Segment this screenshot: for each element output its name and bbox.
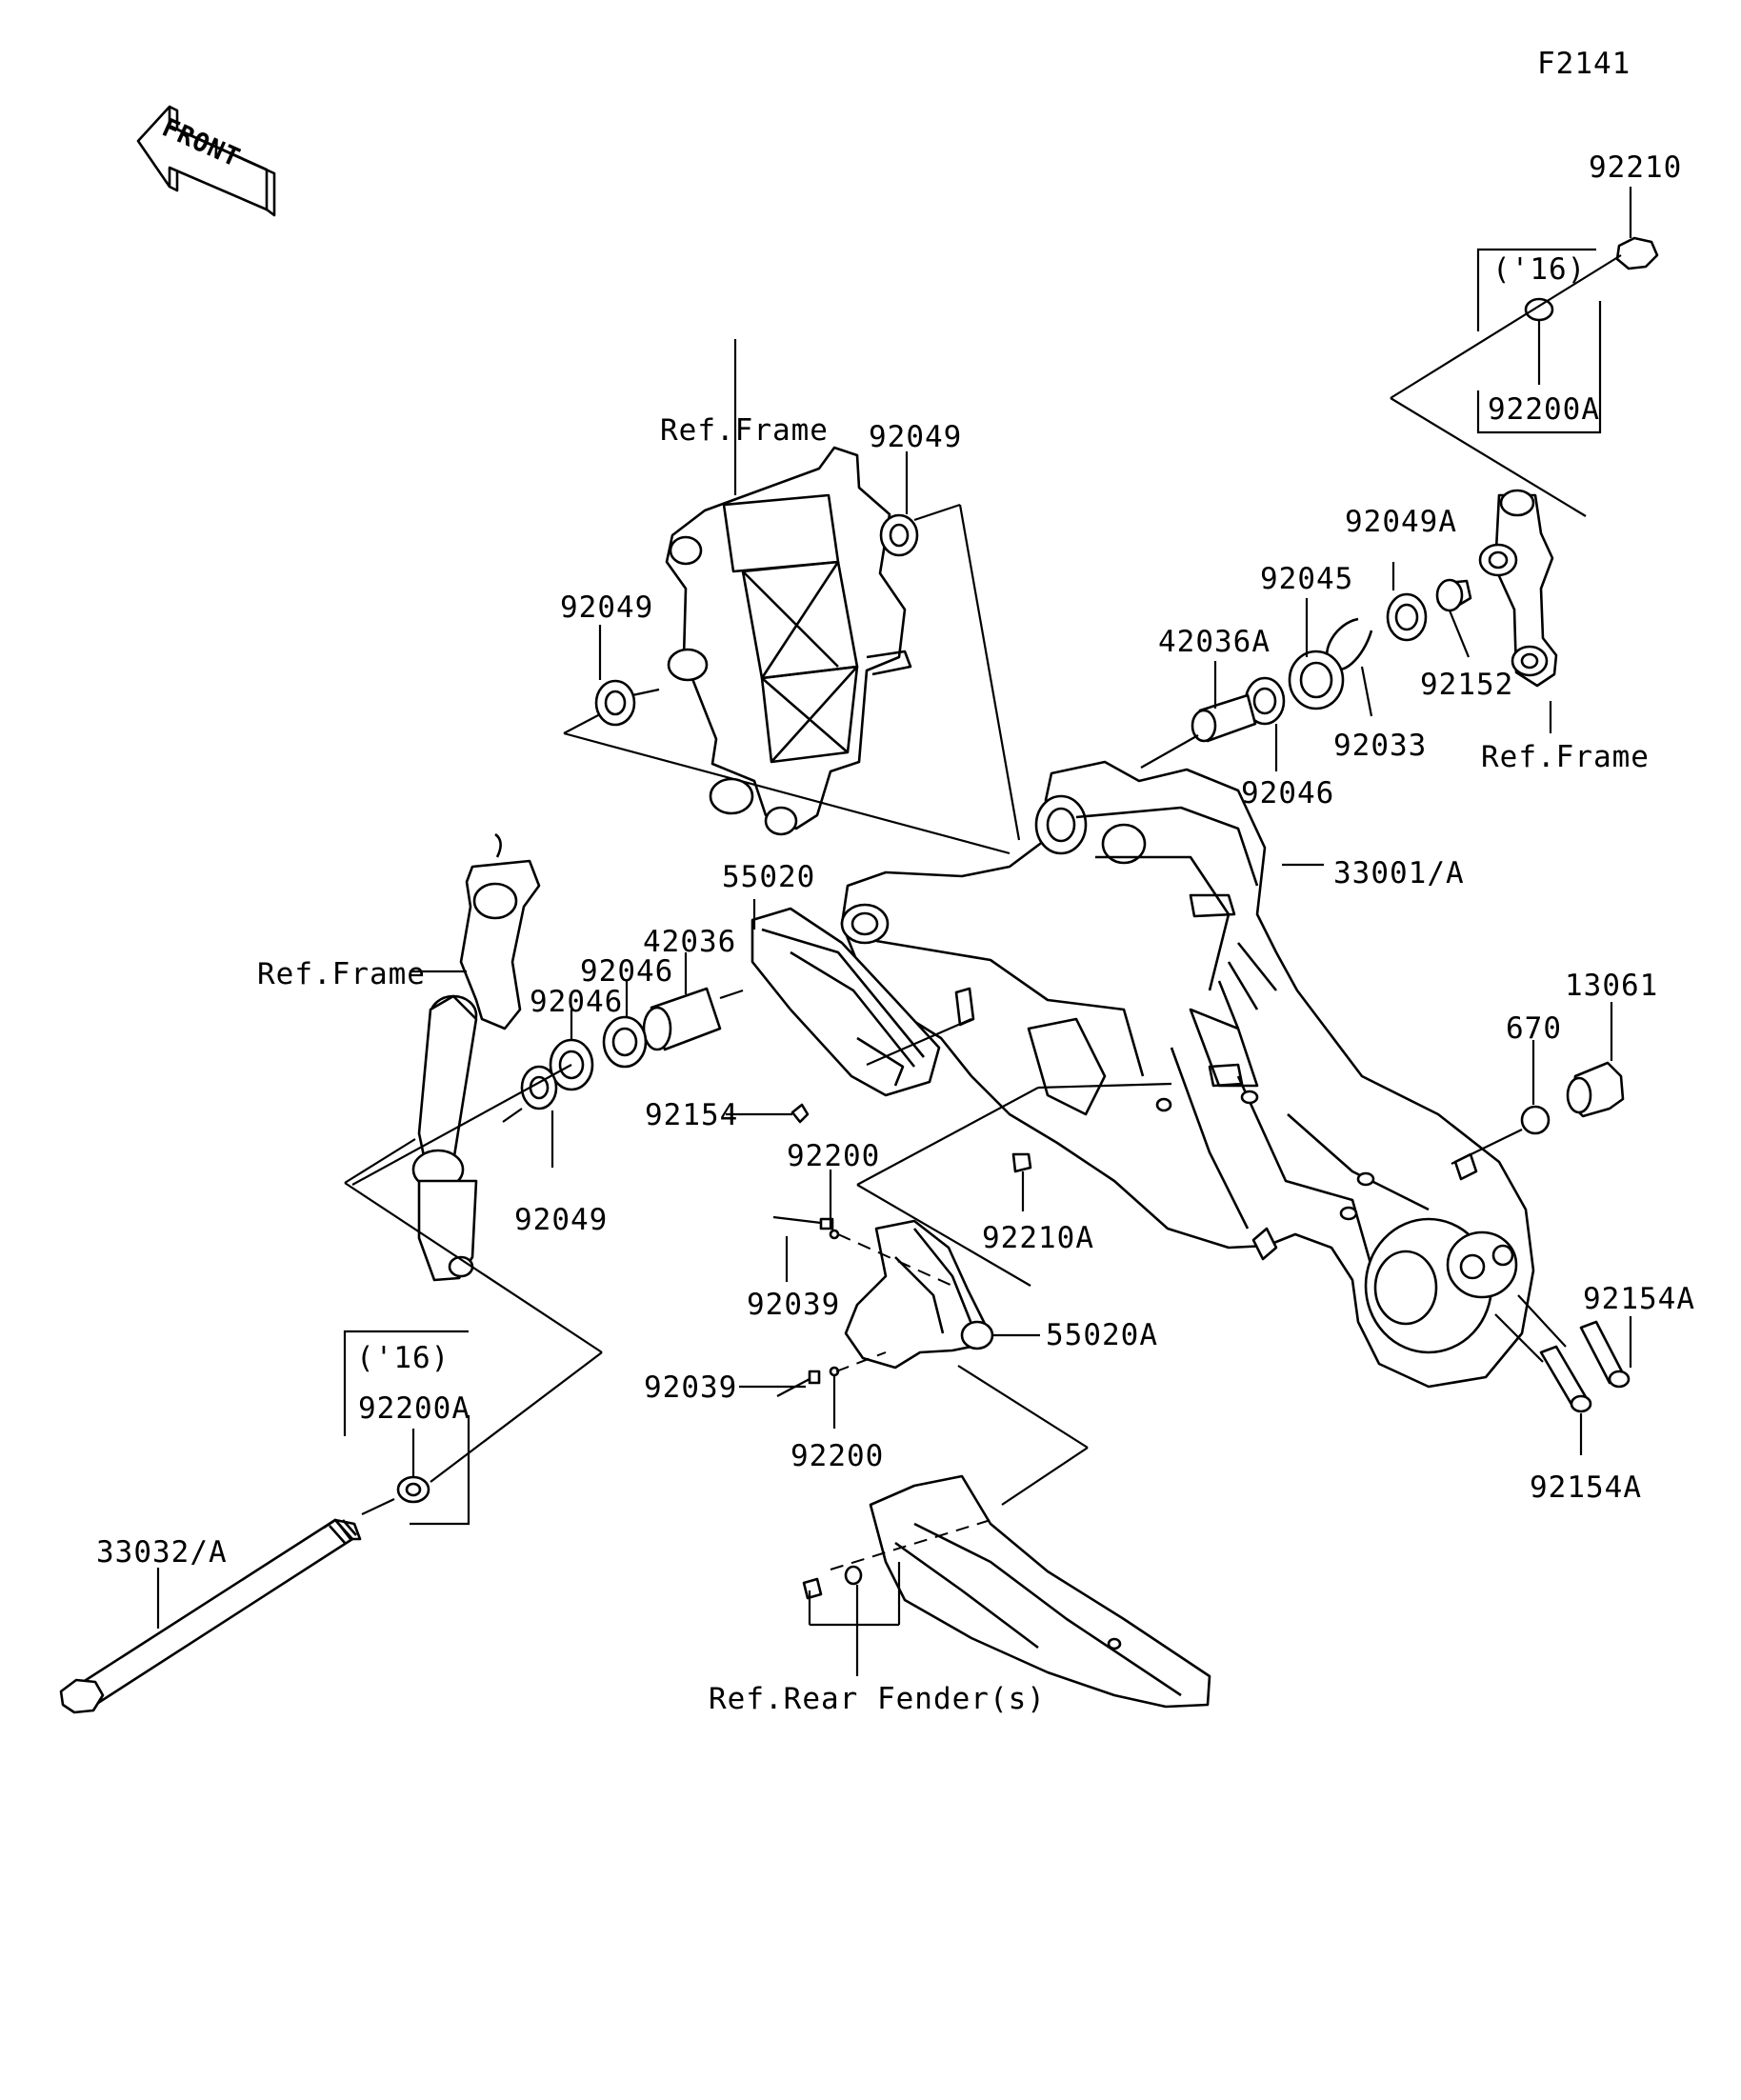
fender-washer-icon	[844, 1565, 863, 1586]
label-55020: 55020	[722, 860, 815, 894]
figure-code: F2141	[1537, 47, 1631, 81]
right-pivot-bearing-stack	[1140, 562, 1472, 771]
right-frame-bracket	[1478, 489, 1558, 733]
label-92200-a: 92200	[787, 1139, 880, 1173]
label-ref-frame-left: Ref.Frame	[257, 957, 426, 991]
label-16-bottom: ('16)	[356, 1341, 450, 1375]
label-ref-rear-fender: Ref.Rear Fender(s)	[709, 1682, 1046, 1716]
label-92049-top: 92049	[869, 420, 962, 454]
swingarm-33001A	[840, 760, 1535, 1389]
label-92049-bottom: 92049	[514, 1203, 608, 1237]
top-frame-plate	[665, 339, 912, 836]
bolt-92154-icon	[790, 1103, 810, 1124]
label-92039-a: 92039	[747, 1288, 840, 1322]
axle-nut-icon	[59, 1678, 105, 1714]
label-92046-b: 92046	[530, 985, 623, 1019]
right-hardware	[1451, 1002, 1632, 1455]
label-92045: 92045	[1260, 562, 1353, 596]
washer-92200-a-icon	[829, 1229, 840, 1240]
label-92039-b: 92039	[644, 1370, 737, 1405]
rear-fender	[802, 1474, 1211, 1709]
label-92046-right: 92046	[1241, 776, 1334, 810]
label-92046-a: 92046	[580, 954, 673, 989]
label-42036A: 42036A	[1158, 625, 1271, 659]
label-92210: 92210	[1589, 150, 1682, 185]
label-16-top: ('16)	[1492, 252, 1586, 287]
collar-92152-icon	[1435, 578, 1464, 612]
label-13061: 13061	[1565, 969, 1658, 1003]
label-92200A-bottom: 92200A	[358, 1391, 470, 1426]
lower-chain-guard-55020A	[844, 1219, 1040, 1370]
label-92210A: 92210A	[982, 1221, 1094, 1255]
nut-92210-icon	[1615, 236, 1659, 270]
label-42036: 42036	[643, 925, 736, 959]
label-ref-frame-right: Ref.Frame	[1481, 740, 1650, 774]
left-frame-bracket	[410, 832, 541, 1282]
top-right-parts	[1390, 187, 1659, 517]
label-92152: 92152	[1420, 668, 1513, 702]
washer-92200A-top-icon	[1524, 297, 1554, 322]
o-ring-670-icon	[1520, 1105, 1551, 1135]
label-92154: 92154	[645, 1098, 738, 1132]
label-92154A-b: 92154A	[1530, 1470, 1642, 1505]
label-92049A: 92049A	[1345, 505, 1457, 539]
label-55020A: 55020A	[1046, 1318, 1158, 1352]
label-92033: 92033	[1333, 729, 1427, 763]
chain-guard-55020	[750, 899, 972, 1097]
label-33001A: 33001/A	[1333, 856, 1465, 890]
label-33032A: 33032/A	[96, 1535, 228, 1570]
label-92049-left: 92049	[560, 590, 653, 625]
fender-bolt-icon	[802, 1577, 823, 1600]
label-ref-frame-top: Ref.Frame	[660, 413, 829, 448]
front-arrow-icon: FRONT	[136, 105, 276, 217]
label-92154A-a: 92154A	[1583, 1282, 1695, 1316]
label-92200A-top: 92200A	[1488, 392, 1600, 427]
pin-92039-b-icon	[808, 1370, 821, 1385]
label-670: 670	[1506, 1011, 1562, 1046]
pivot-shaft-group	[59, 1064, 603, 1714]
label-92200-b: 92200	[790, 1439, 884, 1473]
bolt-92210A-icon	[1011, 1152, 1032, 1173]
